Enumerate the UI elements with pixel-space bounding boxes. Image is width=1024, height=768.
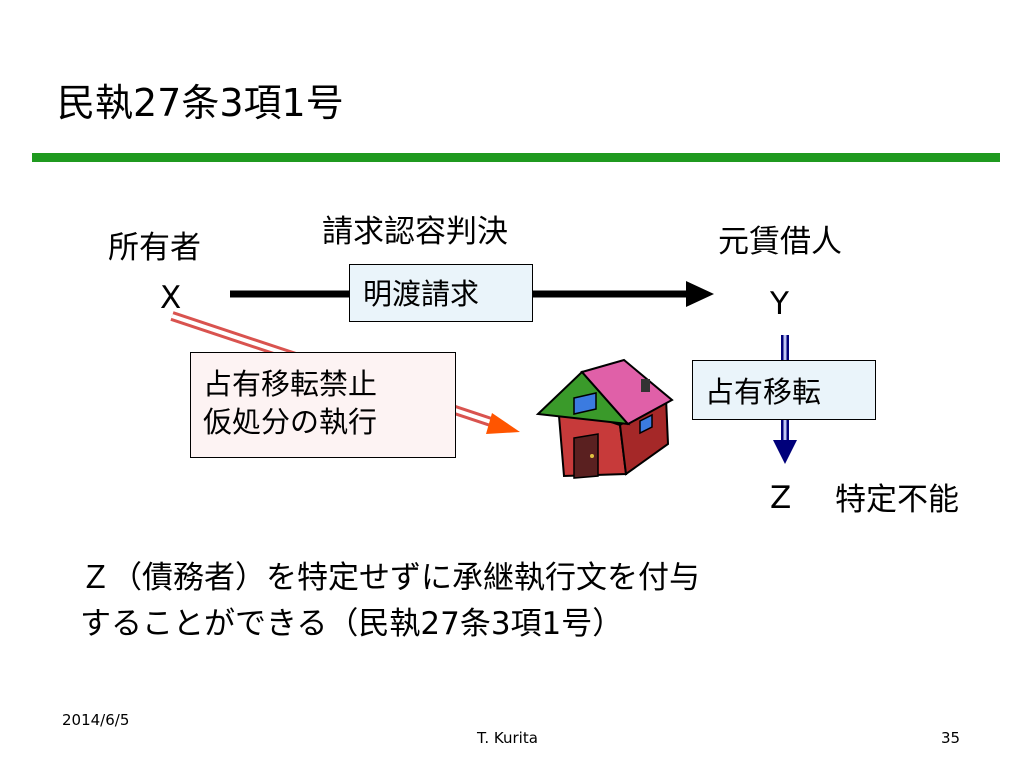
owner-role-label: 所有者 bbox=[108, 230, 201, 266]
tenant-role-label: 元賃借人 bbox=[718, 224, 842, 260]
page-number: 35 bbox=[941, 729, 961, 747]
footer-date: 2014/6/5 bbox=[62, 711, 130, 729]
injunction-box: 占有移転禁止 仮処分の執行 bbox=[190, 352, 456, 458]
note-line-1: Ｚ（債務者）を特定せずに承継執行文を付与 bbox=[80, 560, 700, 596]
claim-box: 明渡請求 bbox=[349, 264, 533, 322]
z-status-label: 特定不能 bbox=[835, 482, 959, 518]
explanation-note: Ｚ（債務者）を特定せずに承継執行文を付与 することができる（民執27条3項1号） bbox=[80, 555, 700, 647]
transfer-box: 占有移転 bbox=[692, 360, 876, 420]
house-icon bbox=[535, 358, 674, 479]
slide-title: 民執27条3項1号 bbox=[57, 81, 344, 125]
injunction-line-2: 仮処分の執行 bbox=[203, 405, 378, 439]
footer-author: T. Kurita bbox=[477, 729, 538, 747]
owner-letter: X bbox=[160, 280, 182, 316]
injunction-line-1: 占有移転禁止 bbox=[203, 367, 378, 401]
title-divider bbox=[32, 153, 1000, 162]
note-line-2: することができる（民執27条3項1号） bbox=[80, 606, 624, 642]
tenant-letter: Y bbox=[770, 286, 789, 322]
judgment-label: 請求認容判決 bbox=[322, 214, 508, 250]
z-letter: Z bbox=[770, 480, 792, 516]
